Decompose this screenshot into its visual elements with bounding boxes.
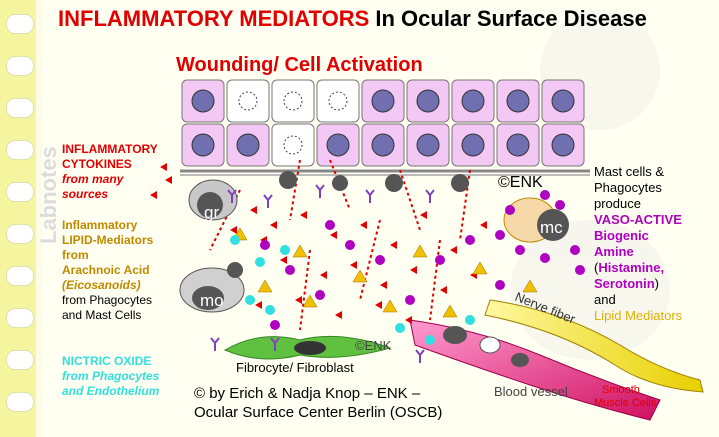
binding-ring xyxy=(6,98,34,118)
cytokine-markers xyxy=(150,163,487,324)
subtitle: Wounding/ Cell Activation xyxy=(176,54,423,76)
mast-cell-description: Mast cells & Phagocytes produce VASO-ACT… xyxy=(594,164,683,323)
binding-ring xyxy=(6,266,34,286)
credit-text: © by Erich & Nadja Knop – ENK – Ocular S… xyxy=(194,385,443,421)
nitric-oxide-markers xyxy=(230,235,475,345)
binding-ring xyxy=(6,224,34,244)
copyright-mark: ©ENK xyxy=(498,174,543,191)
binding-ring xyxy=(6,350,34,370)
granulocyte-label: gr xyxy=(204,203,219,222)
copyright-mark-small: ©ENK xyxy=(355,338,392,353)
mast-cell-label: mc xyxy=(540,218,563,237)
lipid-markers xyxy=(232,227,538,318)
title-black: In Ocular Surface Disease xyxy=(375,6,647,31)
binding-ring xyxy=(6,56,34,76)
granulocyte-cell xyxy=(188,179,238,221)
epithelium-top-nuclei xyxy=(191,89,575,113)
smooth-muscle-label: Smooth Muscle Cells xyxy=(594,384,657,409)
fibroblast-cell xyxy=(223,335,392,360)
blood-vessel xyxy=(409,319,661,421)
receptor-markers xyxy=(210,184,435,363)
lipid-mediator-label: Inflammatory LIPID-Mediators from Arachn… xyxy=(62,218,154,322)
cytokine-label: INFLAMMATORY CYTOKINES from many sources xyxy=(62,142,158,201)
receptor-cells xyxy=(227,171,469,278)
binding-ring xyxy=(6,140,34,160)
monocyte-label: mo xyxy=(200,291,224,310)
title-red: INFLAMMATORY MEDIATORS xyxy=(58,6,370,31)
binding-ring xyxy=(6,182,34,202)
binding-ring xyxy=(6,392,34,412)
monocyte-cell xyxy=(179,267,245,313)
nerve-fiber xyxy=(484,299,704,393)
amine-markers xyxy=(260,190,585,330)
mast-cell xyxy=(503,197,569,243)
notebook-binding xyxy=(0,0,36,437)
fibrocyte-label: Fibrocyte/ Fibroblast xyxy=(236,360,354,375)
epithelium-bottom-nuclei xyxy=(191,133,575,157)
content-panel xyxy=(42,0,719,437)
blood-vessel-label: Blood vessel xyxy=(494,384,568,399)
page-title: INFLAMMATORY MEDIATORS In Ocular Surface… xyxy=(58,6,718,32)
nitric-oxide-label: NICTRIC OXIDE from Phagocytes and Endoth… xyxy=(62,354,160,398)
binding-ring xyxy=(6,308,34,328)
basement-membrane xyxy=(180,169,590,176)
binding-ring xyxy=(6,14,34,34)
